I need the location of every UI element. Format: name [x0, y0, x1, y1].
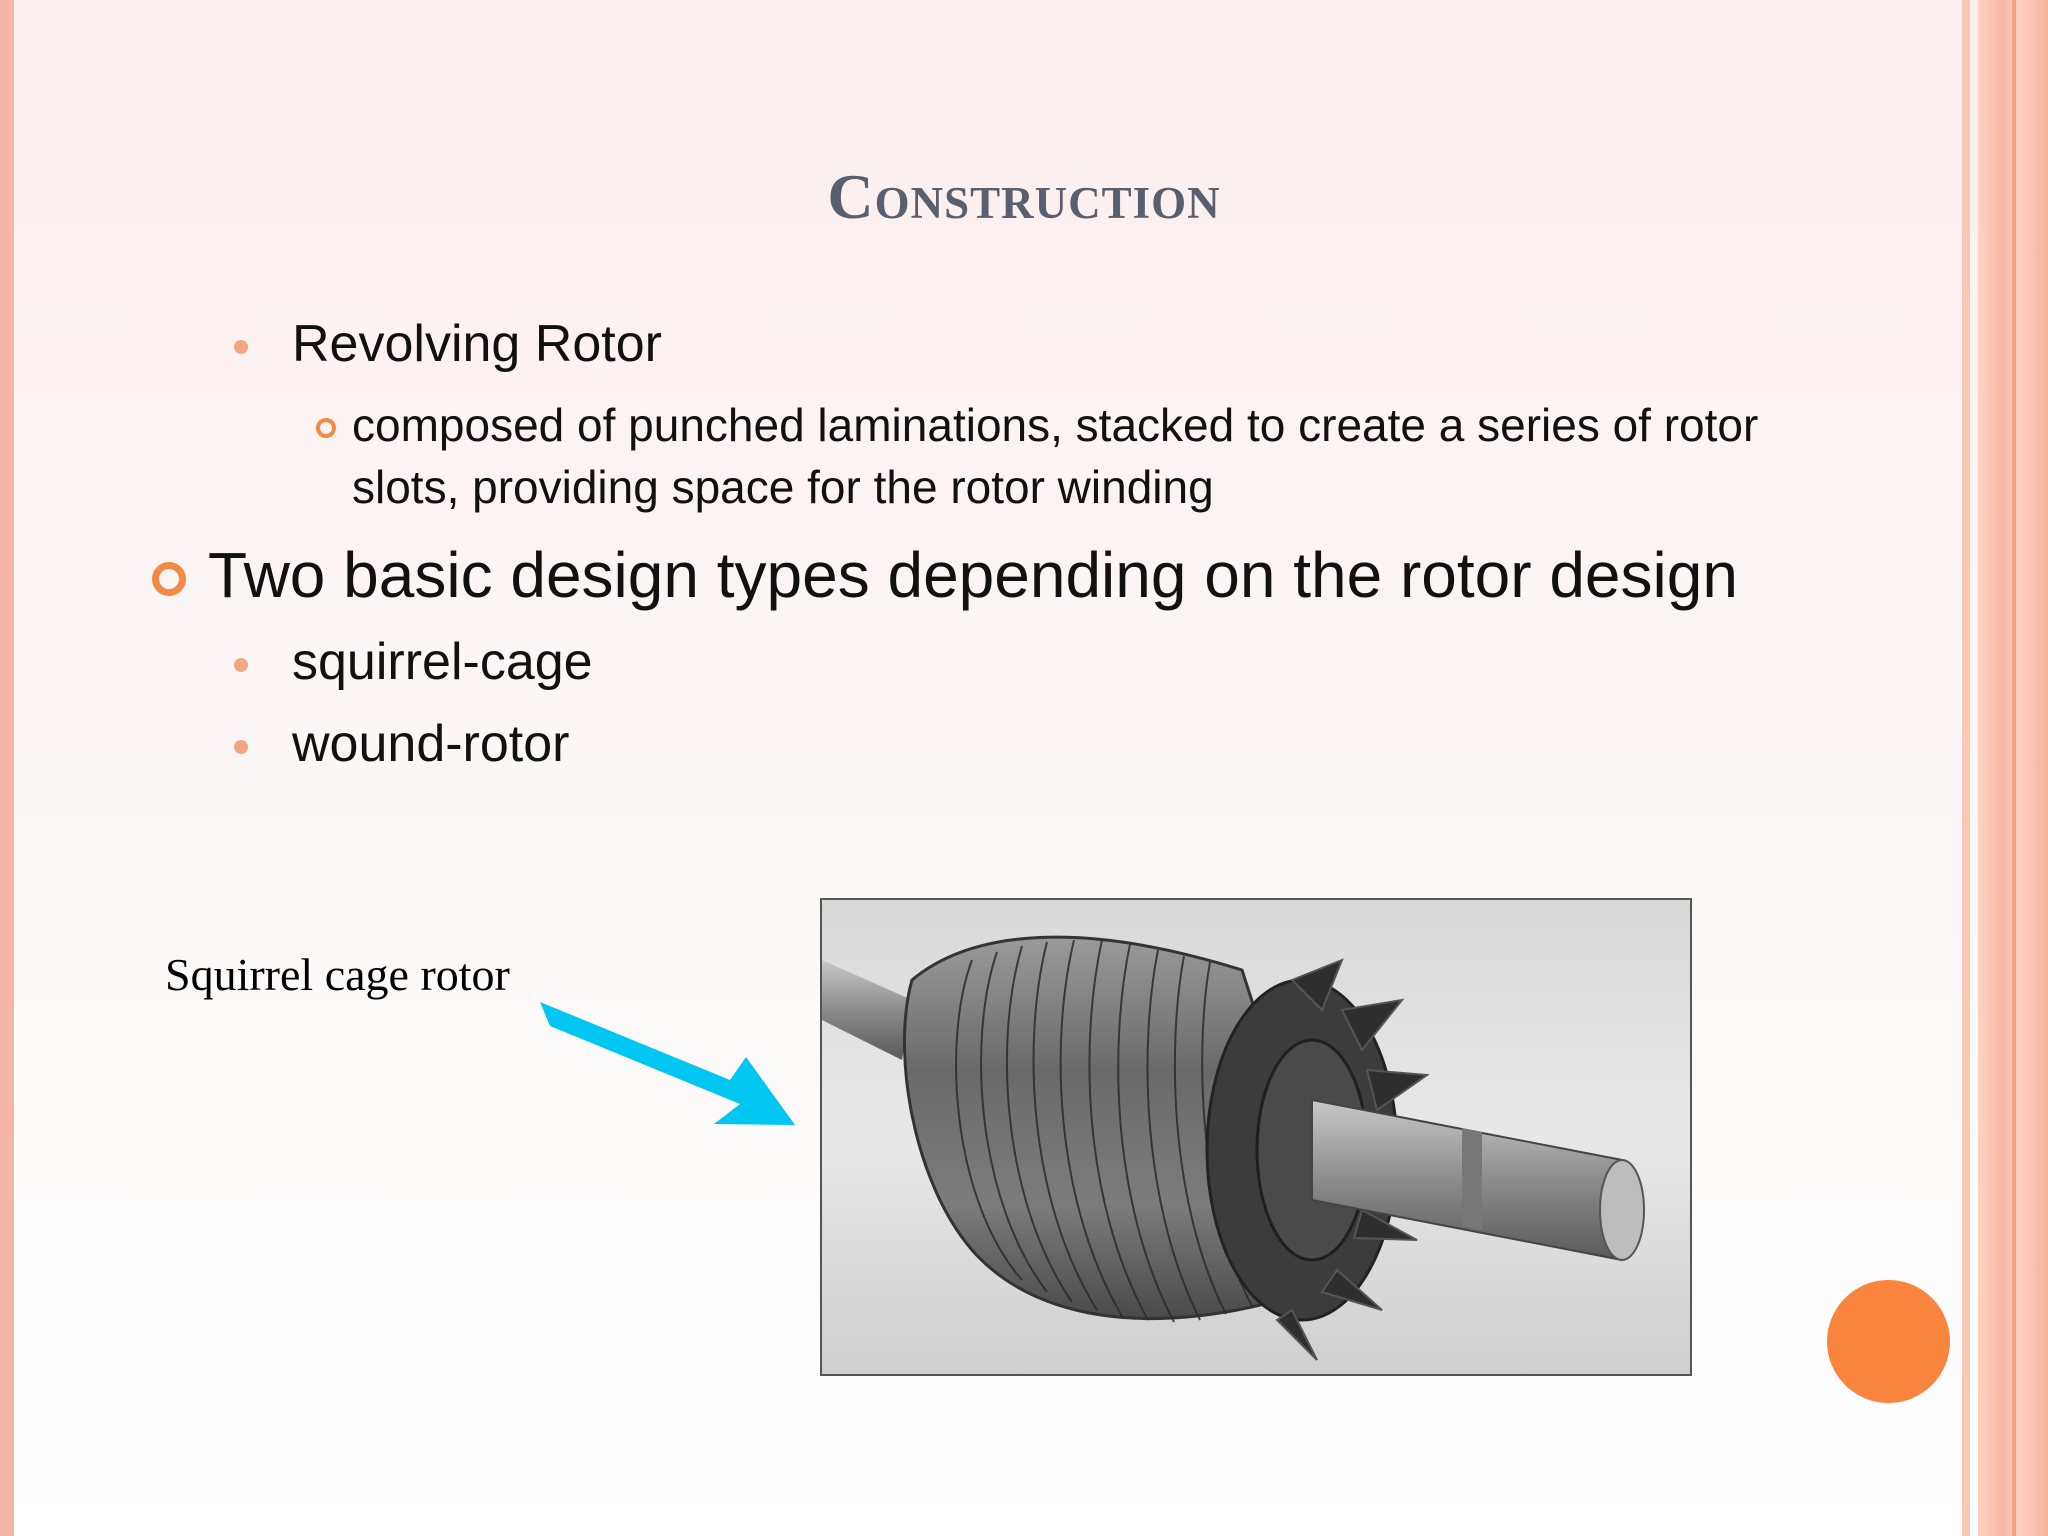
left-border-decoration	[0, 0, 14, 1536]
right-border-inner-stripe	[1962, 0, 1970, 1536]
arrow-right-down-icon	[540, 1002, 795, 1125]
right-border-line	[2012, 0, 2016, 1536]
bullet-ring-icon	[316, 418, 336, 438]
bullet-dot-icon	[234, 740, 248, 754]
image-caption: Squirrel cage rotor	[165, 949, 510, 1000]
bullet-ring-icon	[152, 562, 186, 596]
squirrel-cage-rotor-image	[820, 898, 1692, 1376]
rotor-illustration	[822, 935, 1645, 1361]
slide-title: Construction	[827, 161, 1221, 232]
bullet-laminations-line1: composed of punched laminations, stacked…	[352, 399, 1759, 451]
bullet-dot-icon	[234, 658, 248, 672]
orange-circle-decoration	[1827, 1280, 1950, 1403]
bullet-wound-rotor: wound-rotor	[292, 715, 570, 773]
bullet-design-types: Two basic design types depending on the …	[208, 539, 1738, 611]
bullet-squirrel-cage: squirrel-cage	[292, 633, 593, 691]
bullet-dot-icon	[234, 340, 248, 354]
bullet-laminations-line2: slots, providing space for the rotor win…	[352, 461, 1214, 513]
bullet-revolving-rotor: Revolving Rotor	[292, 315, 662, 373]
